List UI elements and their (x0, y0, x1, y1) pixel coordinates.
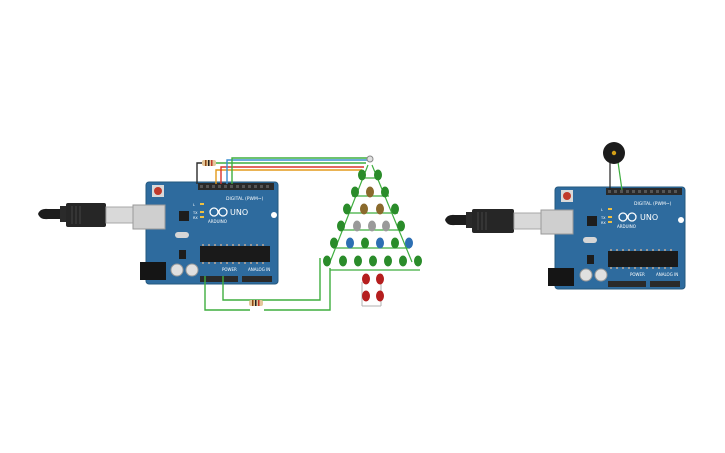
tx-label: TX (192, 211, 198, 215)
digital-label: DIGITAL (PWM~) (226, 196, 264, 202)
usb-cable-right[interactable] (445, 209, 543, 233)
analog-header (242, 276, 272, 282)
led-row-4[interactable] (337, 220, 405, 232)
power-jack (548, 268, 574, 286)
usb-chip (587, 216, 597, 226)
arduino-logo: ARDUINO (208, 207, 228, 224)
led-trunk[interactable] (361, 273, 384, 307)
capacitor (185, 263, 199, 277)
power-header (200, 276, 238, 282)
atmega-chip (200, 246, 270, 262)
led-row-6[interactable] (323, 255, 422, 267)
digital-label: DIGITAL (PWM~) (634, 201, 672, 207)
power-label: POWER (630, 272, 645, 277)
led-row-5[interactable] (330, 237, 413, 249)
rx-label: RX (601, 221, 606, 225)
tree-top-led[interactable] (366, 155, 374, 163)
l-led-label: L (193, 203, 195, 207)
capacitor (170, 263, 184, 277)
resistor-top[interactable] (202, 160, 216, 166)
arduino-logo: ARDUINO (617, 212, 637, 229)
svg-text:ARDUINO: ARDUINO (208, 219, 227, 224)
wires-left[interactable] (196, 157, 372, 311)
atmega-chip (608, 251, 678, 267)
arduino-uno-left[interactable]: DIGITAL (PWM~) ARDUINO UNO L TX RX (132, 181, 279, 285)
model-label: UNO (640, 213, 658, 222)
model-label: UNO (230, 208, 248, 217)
piezo-buzzer[interactable] (603, 142, 625, 191)
power-jack (140, 262, 166, 280)
power-header (608, 281, 646, 287)
l-led-label: L (601, 208, 603, 212)
analog-label: ANALOG IN (656, 272, 678, 277)
arduino-uno-right[interactable]: DIGITAL (PWM~) ARDUINO UNO L TX RX (540, 186, 686, 290)
usb-cable-left[interactable] (38, 203, 135, 227)
usb-jack (540, 209, 574, 235)
led-row-1[interactable] (358, 169, 382, 181)
led-tree (323, 155, 422, 307)
capacitor (579, 268, 593, 282)
capacitor (594, 268, 608, 282)
led-row-3[interactable] (343, 203, 399, 215)
rx-label: RX (193, 216, 198, 220)
resistor-bottom[interactable] (249, 300, 263, 306)
usb-jack (132, 204, 166, 230)
power-label: POWER (222, 267, 237, 272)
led-row-2[interactable] (351, 186, 389, 198)
analog-header (650, 281, 680, 287)
usb-chip (179, 211, 189, 221)
analog-label: ANALOG IN (248, 267, 270, 272)
tx-label: TX (600, 216, 606, 220)
svg-text:ARDUINO: ARDUINO (617, 224, 636, 229)
